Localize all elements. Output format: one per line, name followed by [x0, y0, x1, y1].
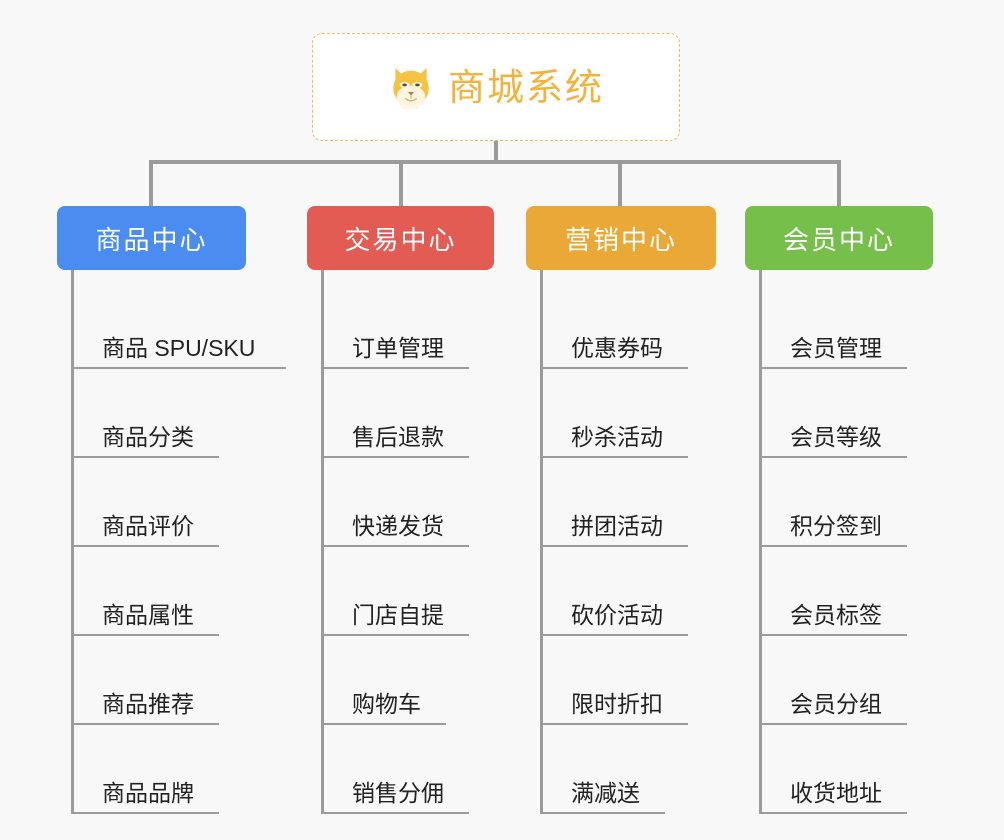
leaf-item[interactable]: 砍价活动 [543, 547, 716, 636]
connector-drop-1 [149, 160, 153, 206]
branch-leaf-list: 优惠券码秒杀活动拼团活动砍价活动限时折扣满减送 [540, 270, 716, 814]
leaf-item-label: 快递发货 [352, 513, 444, 540]
branch-leaf-list: 订单管理售后退款快递发货门店自提购物车销售分佣 [321, 270, 494, 814]
leaf-item[interactable]: 收货地址 [762, 725, 933, 814]
leaf-item[interactable]: 会员等级 [762, 369, 933, 458]
leaf-item-label: 售后退款 [352, 424, 444, 451]
leaf-item-label: 积分签到 [790, 513, 882, 540]
leaf-item[interactable]: 商品分类 [74, 369, 246, 458]
connector-root-stem [494, 141, 498, 162]
leaf-item-underline [543, 812, 665, 814]
leaf-item-label: 会员分组 [790, 691, 882, 718]
leaf-item-label: 商品分类 [102, 424, 194, 451]
leaf-item-label: 会员管理 [790, 335, 882, 362]
leaf-item[interactable]: 会员分组 [762, 636, 933, 725]
leaf-item-label: 商品品牌 [102, 780, 194, 807]
leaf-item[interactable]: 拼团活动 [543, 458, 716, 547]
leaf-item[interactable]: 订单管理 [324, 280, 494, 369]
connector-drop-2 [399, 160, 403, 206]
root-title: 商城系统 [448, 66, 604, 108]
leaf-item-underline [762, 545, 907, 547]
leaf-item[interactable]: 优惠券码 [543, 280, 716, 369]
branch-leaf-list: 会员管理会员等级积分签到会员标签会员分组收货地址 [759, 270, 933, 814]
leaf-item-underline [543, 456, 688, 458]
branch-column-2: 交易中心订单管理售后退款快递发货门店自提购物车销售分佣 [307, 206, 494, 814]
leaf-item[interactable]: 销售分佣 [324, 725, 494, 814]
branch-column-1: 商品中心商品 SPU/SKU 商品分类商品评价商品属性商品推荐商品品牌 [57, 206, 286, 814]
leaf-item[interactable]: 快递发货 [324, 458, 494, 547]
leaf-item-underline [324, 634, 469, 636]
leaf-item[interactable]: 会员标签 [762, 547, 933, 636]
leaf-item[interactable]: 积分签到 [762, 458, 933, 547]
leaf-item[interactable]: 限时折扣 [543, 636, 716, 725]
branch-header[interactable]: 交易中心 [307, 206, 494, 270]
leaf-item[interactable]: 会员管理 [762, 280, 933, 369]
leaf-item-label: 订单管理 [352, 335, 444, 362]
shiba-dog-icon [393, 67, 429, 109]
leaf-item-underline [762, 456, 907, 458]
leaf-item-underline [74, 723, 219, 725]
branch-header[interactable]: 商品中心 [57, 206, 246, 270]
leaf-item-underline [543, 634, 688, 636]
leaf-item-label: 购物车 [352, 691, 421, 718]
leaf-item-underline [762, 634, 907, 636]
leaf-item-label: 收货地址 [790, 780, 882, 807]
leaf-item-label: 会员标签 [790, 602, 882, 629]
leaf-item-underline [543, 545, 688, 547]
leaf-item[interactable]: 商品属性 [74, 547, 246, 636]
leaf-item-underline [762, 723, 907, 725]
leaf-item-label: 秒杀活动 [571, 424, 663, 451]
leaf-item-underline [543, 723, 688, 725]
connector-drop-3 [618, 160, 622, 206]
leaf-item[interactable]: 商品评价 [74, 458, 246, 547]
branch-header[interactable]: 会员中心 [745, 206, 933, 270]
leaf-item[interactable]: 商品 SPU/SKU [74, 280, 286, 369]
leaf-item[interactable]: 门店自提 [324, 547, 494, 636]
leaf-item-underline [74, 367, 286, 369]
leaf-item[interactable]: 商品推荐 [74, 636, 246, 725]
connector-bus [151, 160, 839, 164]
leaf-item-label: 会员等级 [790, 424, 882, 451]
leaf-item-label: 销售分佣 [352, 780, 444, 807]
leaf-item-label: 商品评价 [102, 513, 194, 540]
leaf-item-label: 优惠券码 [571, 335, 663, 362]
leaf-item-underline [74, 456, 219, 458]
leaf-item-underline [74, 545, 219, 547]
leaf-item[interactable]: 购物车 [324, 636, 494, 725]
leaf-item-underline [324, 367, 469, 369]
leaf-item[interactable]: 秒杀活动 [543, 369, 716, 458]
root-node[interactable]: 商城系统 [312, 33, 680, 141]
leaf-item-label: 门店自提 [352, 602, 444, 629]
leaf-item[interactable]: 售后退款 [324, 369, 494, 458]
leaf-item-label: 砍价活动 [571, 602, 663, 629]
leaf-item-underline [74, 812, 219, 814]
leaf-item-label: 商品 SPU/SKU [102, 335, 256, 362]
leaf-item-label: 限时折扣 [571, 691, 663, 718]
leaf-item[interactable]: 满减送 [543, 725, 716, 814]
connector-drop-4 [837, 160, 841, 206]
leaf-item-underline [324, 545, 469, 547]
leaf-item-underline [74, 634, 219, 636]
leaf-item-underline [762, 812, 907, 814]
branch-column-4: 会员中心会员管理会员等级积分签到会员标签会员分组收货地址 [745, 206, 933, 814]
leaf-item-underline [762, 367, 907, 369]
leaf-item-label: 商品推荐 [102, 691, 194, 718]
leaf-item-label: 商品属性 [102, 602, 194, 629]
leaf-item-label: 满减送 [571, 780, 640, 807]
leaf-item-label: 拼团活动 [571, 513, 663, 540]
branch-header[interactable]: 营销中心 [526, 206, 716, 270]
leaf-item-underline [324, 723, 446, 725]
leaf-item-underline [543, 367, 688, 369]
leaf-item[interactable]: 商品品牌 [74, 725, 246, 814]
leaf-item-underline [324, 812, 469, 814]
branch-leaf-list: 商品 SPU/SKU 商品分类商品评价商品属性商品推荐商品品牌 [71, 270, 286, 814]
leaf-item-underline [324, 456, 469, 458]
branch-column-3: 营销中心优惠券码秒杀活动拼团活动砍价活动限时折扣满减送 [526, 206, 716, 814]
